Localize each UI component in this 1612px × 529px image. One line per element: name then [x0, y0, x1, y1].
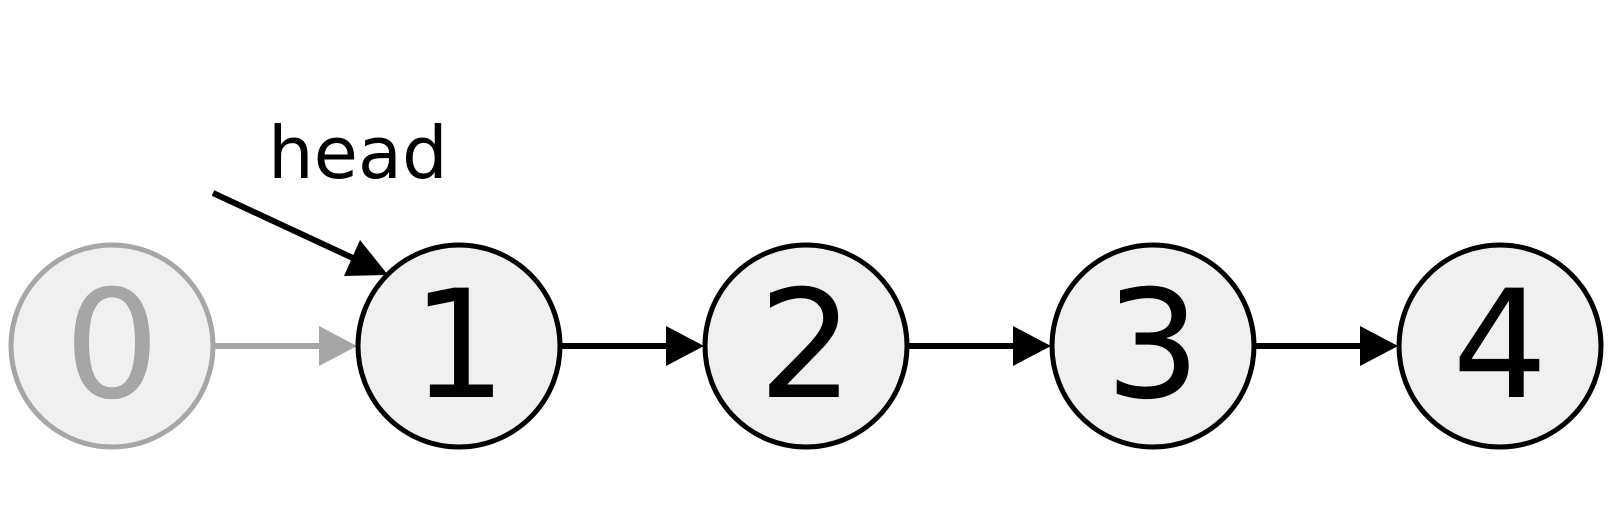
edge-arrowhead	[319, 326, 357, 366]
node-4: 4	[1396, 242, 1604, 450]
node-2: 2	[702, 242, 910, 450]
edge-1-2	[562, 326, 704, 366]
node-label: 2	[758, 259, 853, 433]
nodes: 0 1 2 3 4	[8, 242, 1604, 450]
head-pointer: head	[211, 111, 448, 276]
edge-2-3	[909, 326, 1051, 366]
edge-arrowhead	[1360, 326, 1398, 366]
node-3: 3	[1049, 242, 1257, 450]
node-0: 0	[8, 242, 216, 450]
head-arrow-line	[211, 190, 357, 262]
edge-0-1	[215, 326, 357, 366]
node-circle	[702, 242, 910, 450]
node-label: 1	[411, 259, 506, 433]
head-label: head	[268, 111, 448, 195]
edges	[215, 326, 1398, 366]
edge-arrowhead	[666, 326, 704, 366]
edge-arrowhead	[1013, 326, 1051, 366]
node-label: 4	[1452, 259, 1547, 433]
node-1: 1	[355, 242, 563, 450]
node-circle	[355, 242, 563, 450]
node-label: 0	[64, 259, 159, 433]
head-arrowhead	[344, 240, 388, 276]
node-circle	[8, 242, 216, 450]
node-label: 3	[1105, 259, 1200, 433]
node-circle	[1049, 242, 1257, 450]
node-circle	[1396, 242, 1604, 450]
edge-3-4	[1256, 326, 1398, 366]
